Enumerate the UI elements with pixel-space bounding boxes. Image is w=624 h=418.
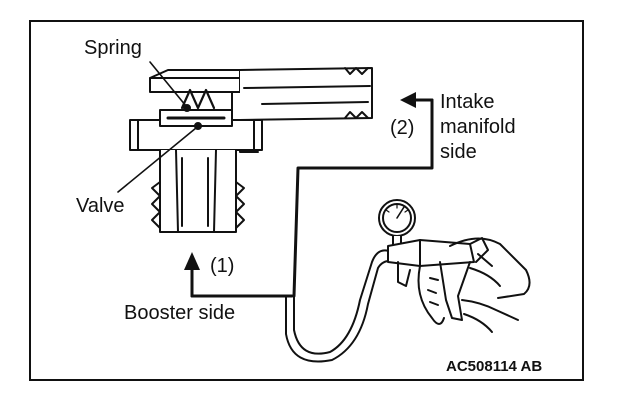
booster-side-label: Booster side	[124, 302, 236, 324]
valve-label: Valve	[76, 195, 125, 217]
pressure-gauge-icon	[378, 199, 416, 247]
step-1-label: (1)	[210, 255, 235, 277]
spring-leader	[149, 61, 187, 107]
spring-label: Spring	[84, 37, 142, 59]
intake-manifold-label-line2: manifold	[440, 116, 516, 138]
arrow-left-icon	[400, 92, 434, 108]
arrow-up-icon	[184, 252, 294, 298]
step-2-label: (2)	[390, 117, 415, 139]
intake-manifold-label-line3: side	[440, 141, 477, 163]
check-valve-icon	[129, 67, 373, 233]
hand-icon	[449, 237, 531, 333]
valve-leader	[117, 127, 197, 193]
intake-manifold-label-line1: Intake	[440, 91, 495, 113]
vacuum-pump-icon	[378, 199, 489, 325]
figure-code: AC508114 AB	[446, 358, 543, 375]
